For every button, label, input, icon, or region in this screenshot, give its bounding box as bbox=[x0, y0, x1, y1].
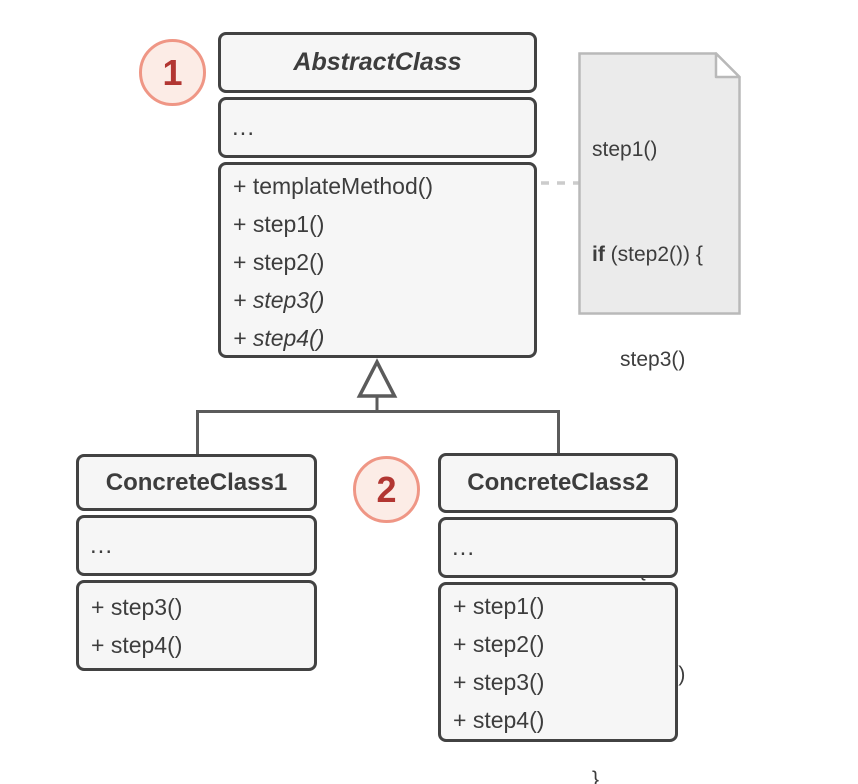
fields-ellipsis: ... bbox=[90, 531, 114, 559]
method-item: + step2() bbox=[453, 625, 675, 663]
note-code-line: step3() bbox=[592, 342, 703, 377]
abstractclass-methods-section: + templateMethod() + step1() + step2() +… bbox=[218, 162, 537, 358]
method-item: + step4() bbox=[453, 701, 675, 739]
method-item: + step1() bbox=[453, 587, 675, 625]
method-label: + step4() bbox=[91, 631, 183, 658]
concreteclass2-fields-section: ... bbox=[438, 517, 678, 578]
concreteclass2-title: ConcreteClass2 bbox=[467, 469, 649, 496]
class-concreteclass2: ConcreteClass2 ... + step1() + step2() +… bbox=[438, 453, 678, 742]
method-label: + templateMethod() bbox=[233, 172, 434, 199]
code: } bbox=[592, 768, 600, 784]
abstractclass-fields-section: ... bbox=[218, 97, 537, 158]
method-label: + step4() bbox=[233, 324, 325, 351]
concreteclass2-title-section: ConcreteClass2 bbox=[438, 453, 678, 513]
concreteclass1-methods-section: + step3() + step4() bbox=[76, 580, 317, 671]
concreteclass2-methods-section: + step1() + step2() + step3() + step4() bbox=[438, 582, 678, 742]
abstractclass-title: AbstractClass bbox=[293, 48, 462, 76]
note-code-line: } bbox=[592, 762, 703, 784]
code: (step2()) { bbox=[604, 243, 703, 266]
method-item-abstract: + step3() bbox=[233, 281, 534, 319]
fields-ellipsis: ... bbox=[452, 533, 476, 561]
method-label: + step3() bbox=[453, 668, 545, 695]
note-fold-icon bbox=[714, 52, 741, 79]
method-label: + step1() bbox=[453, 592, 545, 619]
method-item: + step3() bbox=[91, 588, 314, 626]
badge-2: 2 bbox=[353, 456, 420, 523]
method-label: + step4() bbox=[453, 706, 545, 733]
code: step3() bbox=[620, 348, 686, 371]
concreteclass1-title-section: ConcreteClass1 bbox=[76, 454, 317, 511]
keyword: if bbox=[592, 243, 605, 266]
class-abstractclass: AbstractClass ... + templateMethod() + s… bbox=[218, 32, 537, 358]
badge-1-label: 1 bbox=[162, 51, 183, 93]
class-concreteclass1: ConcreteClass1 ... + step3() + step4() bbox=[76, 454, 317, 671]
method-label: + step3() bbox=[91, 593, 183, 620]
badge-1: 1 bbox=[139, 39, 206, 106]
method-label: + step3() bbox=[233, 286, 325, 313]
method-item: + step1() bbox=[233, 205, 534, 243]
pseudocode-note: step1() if (step2()) { step3() } else { … bbox=[578, 52, 741, 784]
badge-2-label: 2 bbox=[376, 468, 397, 510]
note-code-line: if (step2()) { bbox=[592, 237, 703, 272]
code: step1() bbox=[592, 138, 658, 161]
method-item: + step4() bbox=[91, 626, 314, 664]
method-item: + step2() bbox=[233, 243, 534, 281]
abstractclass-title-section: AbstractClass bbox=[218, 32, 537, 93]
inheritance-tree-line bbox=[196, 410, 560, 455]
method-label: + step1() bbox=[233, 210, 325, 237]
concreteclass1-fields-section: ... bbox=[76, 515, 317, 576]
method-item-abstract: + step4() bbox=[233, 319, 534, 355]
method-label: + step2() bbox=[453, 630, 545, 657]
fields-ellipsis: ... bbox=[232, 113, 256, 141]
method-label: + step2() bbox=[233, 248, 325, 275]
note-code-line: step1() bbox=[592, 132, 703, 167]
note-sheet-icon bbox=[578, 52, 741, 315]
inheritance-arrow-icon bbox=[356, 358, 398, 398]
method-item: + templateMethod() bbox=[233, 167, 534, 205]
concreteclass1-title: ConcreteClass1 bbox=[105, 468, 288, 496]
method-item: + step3() bbox=[453, 663, 675, 701]
